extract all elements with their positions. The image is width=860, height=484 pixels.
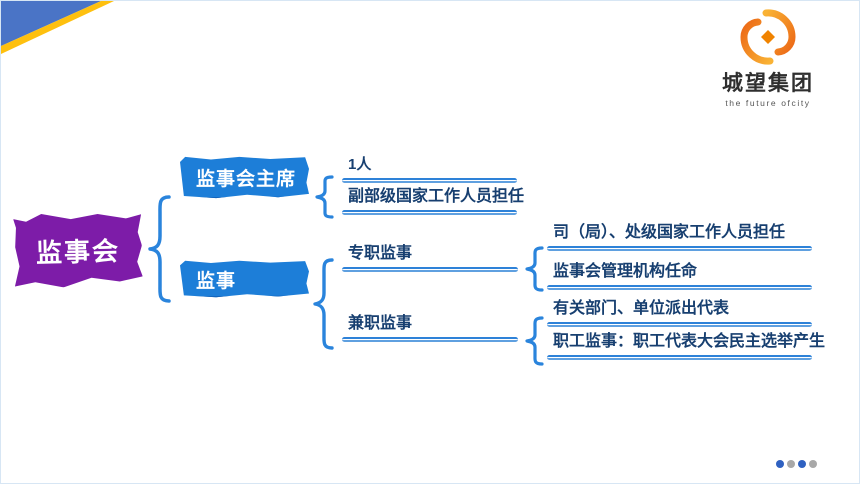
pager-dot[interactable] (787, 460, 795, 468)
underline (342, 178, 517, 183)
underline (547, 322, 812, 327)
root-label: 监事会 (35, 235, 121, 268)
box-underbar (181, 295, 307, 298)
branch-box-chairman: 监事会主席 (180, 156, 309, 199)
curly-brace-root (148, 195, 171, 303)
branch-box-supervisor: 监事 (180, 260, 309, 298)
branch-label: 监事 (196, 270, 237, 292)
underline (547, 246, 812, 251)
branch-label: 监事会主席 (196, 169, 297, 190)
corner-triangle-decoration (1, 1, 101, 46)
pager-dot[interactable] (809, 460, 817, 468)
subbranch-parttime: 兼职监事 (342, 313, 518, 342)
curly-brace-chairman (315, 175, 334, 219)
pager-dot[interactable] (798, 460, 806, 468)
pager-dots (776, 460, 817, 468)
underline (342, 337, 518, 342)
leaf-item: 司（局）、处级国家工作人员担任 (547, 222, 812, 251)
underline (547, 285, 812, 290)
logo-tagline: the future ofcity (725, 98, 811, 108)
underline (342, 267, 518, 272)
logo-company-name: 城望集团 (722, 72, 814, 95)
curly-brace-parttime (525, 316, 544, 366)
leaf-item: 副部级国家工作人员担任 (342, 186, 524, 215)
curly-brace-fulltime (525, 246, 544, 292)
root-box-supervisory-board: 监事会 (13, 211, 143, 288)
pager-dot[interactable] (776, 460, 784, 468)
curly-brace-supervisor (313, 258, 334, 350)
leaf-item: 1人 (342, 154, 517, 183)
underline (547, 355, 812, 360)
logo-swirl-icon (740, 9, 796, 65)
underline (342, 210, 517, 215)
subbranch-fulltime: 专职监事 (342, 243, 518, 272)
leaf-item: 有关部门、单位派出代表 (547, 298, 812, 327)
box-underbar (181, 196, 307, 199)
leaf-item: 监事会管理机构任命 (547, 261, 812, 290)
company-logo: 城望集团 the future ofcity (713, 9, 823, 108)
leaf-item: 职工监事：职工代表大会民主选举产生 (547, 331, 825, 360)
